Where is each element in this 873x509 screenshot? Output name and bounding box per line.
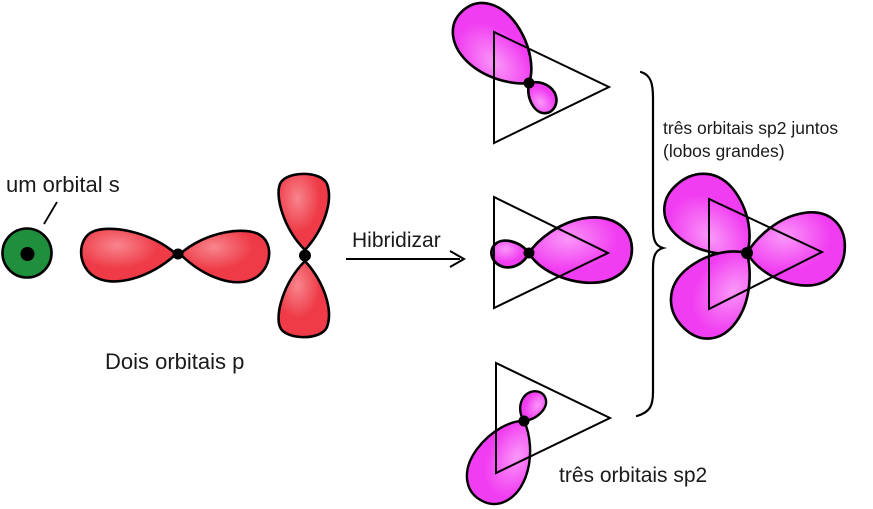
sp2-top-nucleus-dot (523, 77, 535, 89)
combined-nucleus-dot (741, 247, 753, 259)
s-orbital-pointer-line (43, 201, 58, 225)
p-orbital-vertical-bottom-lobe (277, 259, 331, 339)
sp2-middle-nucleus-dot (523, 247, 535, 259)
sp2-orbital-middle (489, 195, 634, 310)
sp2-top-triangle (493, 30, 612, 145)
arrow-head-icon (449, 250, 467, 268)
sp2-middle-big-lobe (527, 215, 634, 286)
hybridize-arrow: Hibridizar (346, 229, 467, 268)
p-orbital-vertical-top-lobe (277, 172, 331, 252)
curly-brace (635, 70, 667, 418)
s-orbital (1, 227, 53, 279)
sp2-bottom-big-lobe (454, 406, 552, 509)
sp2-middle-triangle (493, 195, 611, 310)
s-orbital-label: um orbital s (6, 172, 120, 197)
hybridize-label: Hibridizar (352, 229, 441, 252)
sp2-bottom-triangle (495, 361, 613, 475)
combined-sp2-orbitals (649, 157, 848, 353)
sp2-middle-small-lobe (489, 238, 531, 270)
sp2-joined-label-line1: três orbitais sp2 juntos (663, 118, 838, 138)
combined-triangle (708, 197, 825, 311)
sp2-orbital-top (438, 0, 612, 145)
s-orbital-nucleus-dot (20, 247, 35, 261)
p-orbital-vertical-nucleus-dot (299, 249, 311, 262)
sp2-bottom-nucleus-dot (518, 415, 530, 427)
p-orbital-horizontal-nucleus-dot (172, 248, 184, 260)
sp2-joined-label-line2: (lobos grandes) (663, 141, 785, 161)
p-orbitals-label: Dois orbitais p (105, 349, 244, 374)
p-orbital-horizontal (79, 227, 271, 284)
p-orbital-horizontal-left-lobe (79, 227, 178, 283)
p-orbital-horizontal-right-lobe (178, 229, 271, 284)
sp2-orbital-bottom (454, 361, 613, 509)
sp2-three-label: três orbitais sp2 (559, 464, 707, 487)
p-orbital-vertical (277, 172, 331, 339)
